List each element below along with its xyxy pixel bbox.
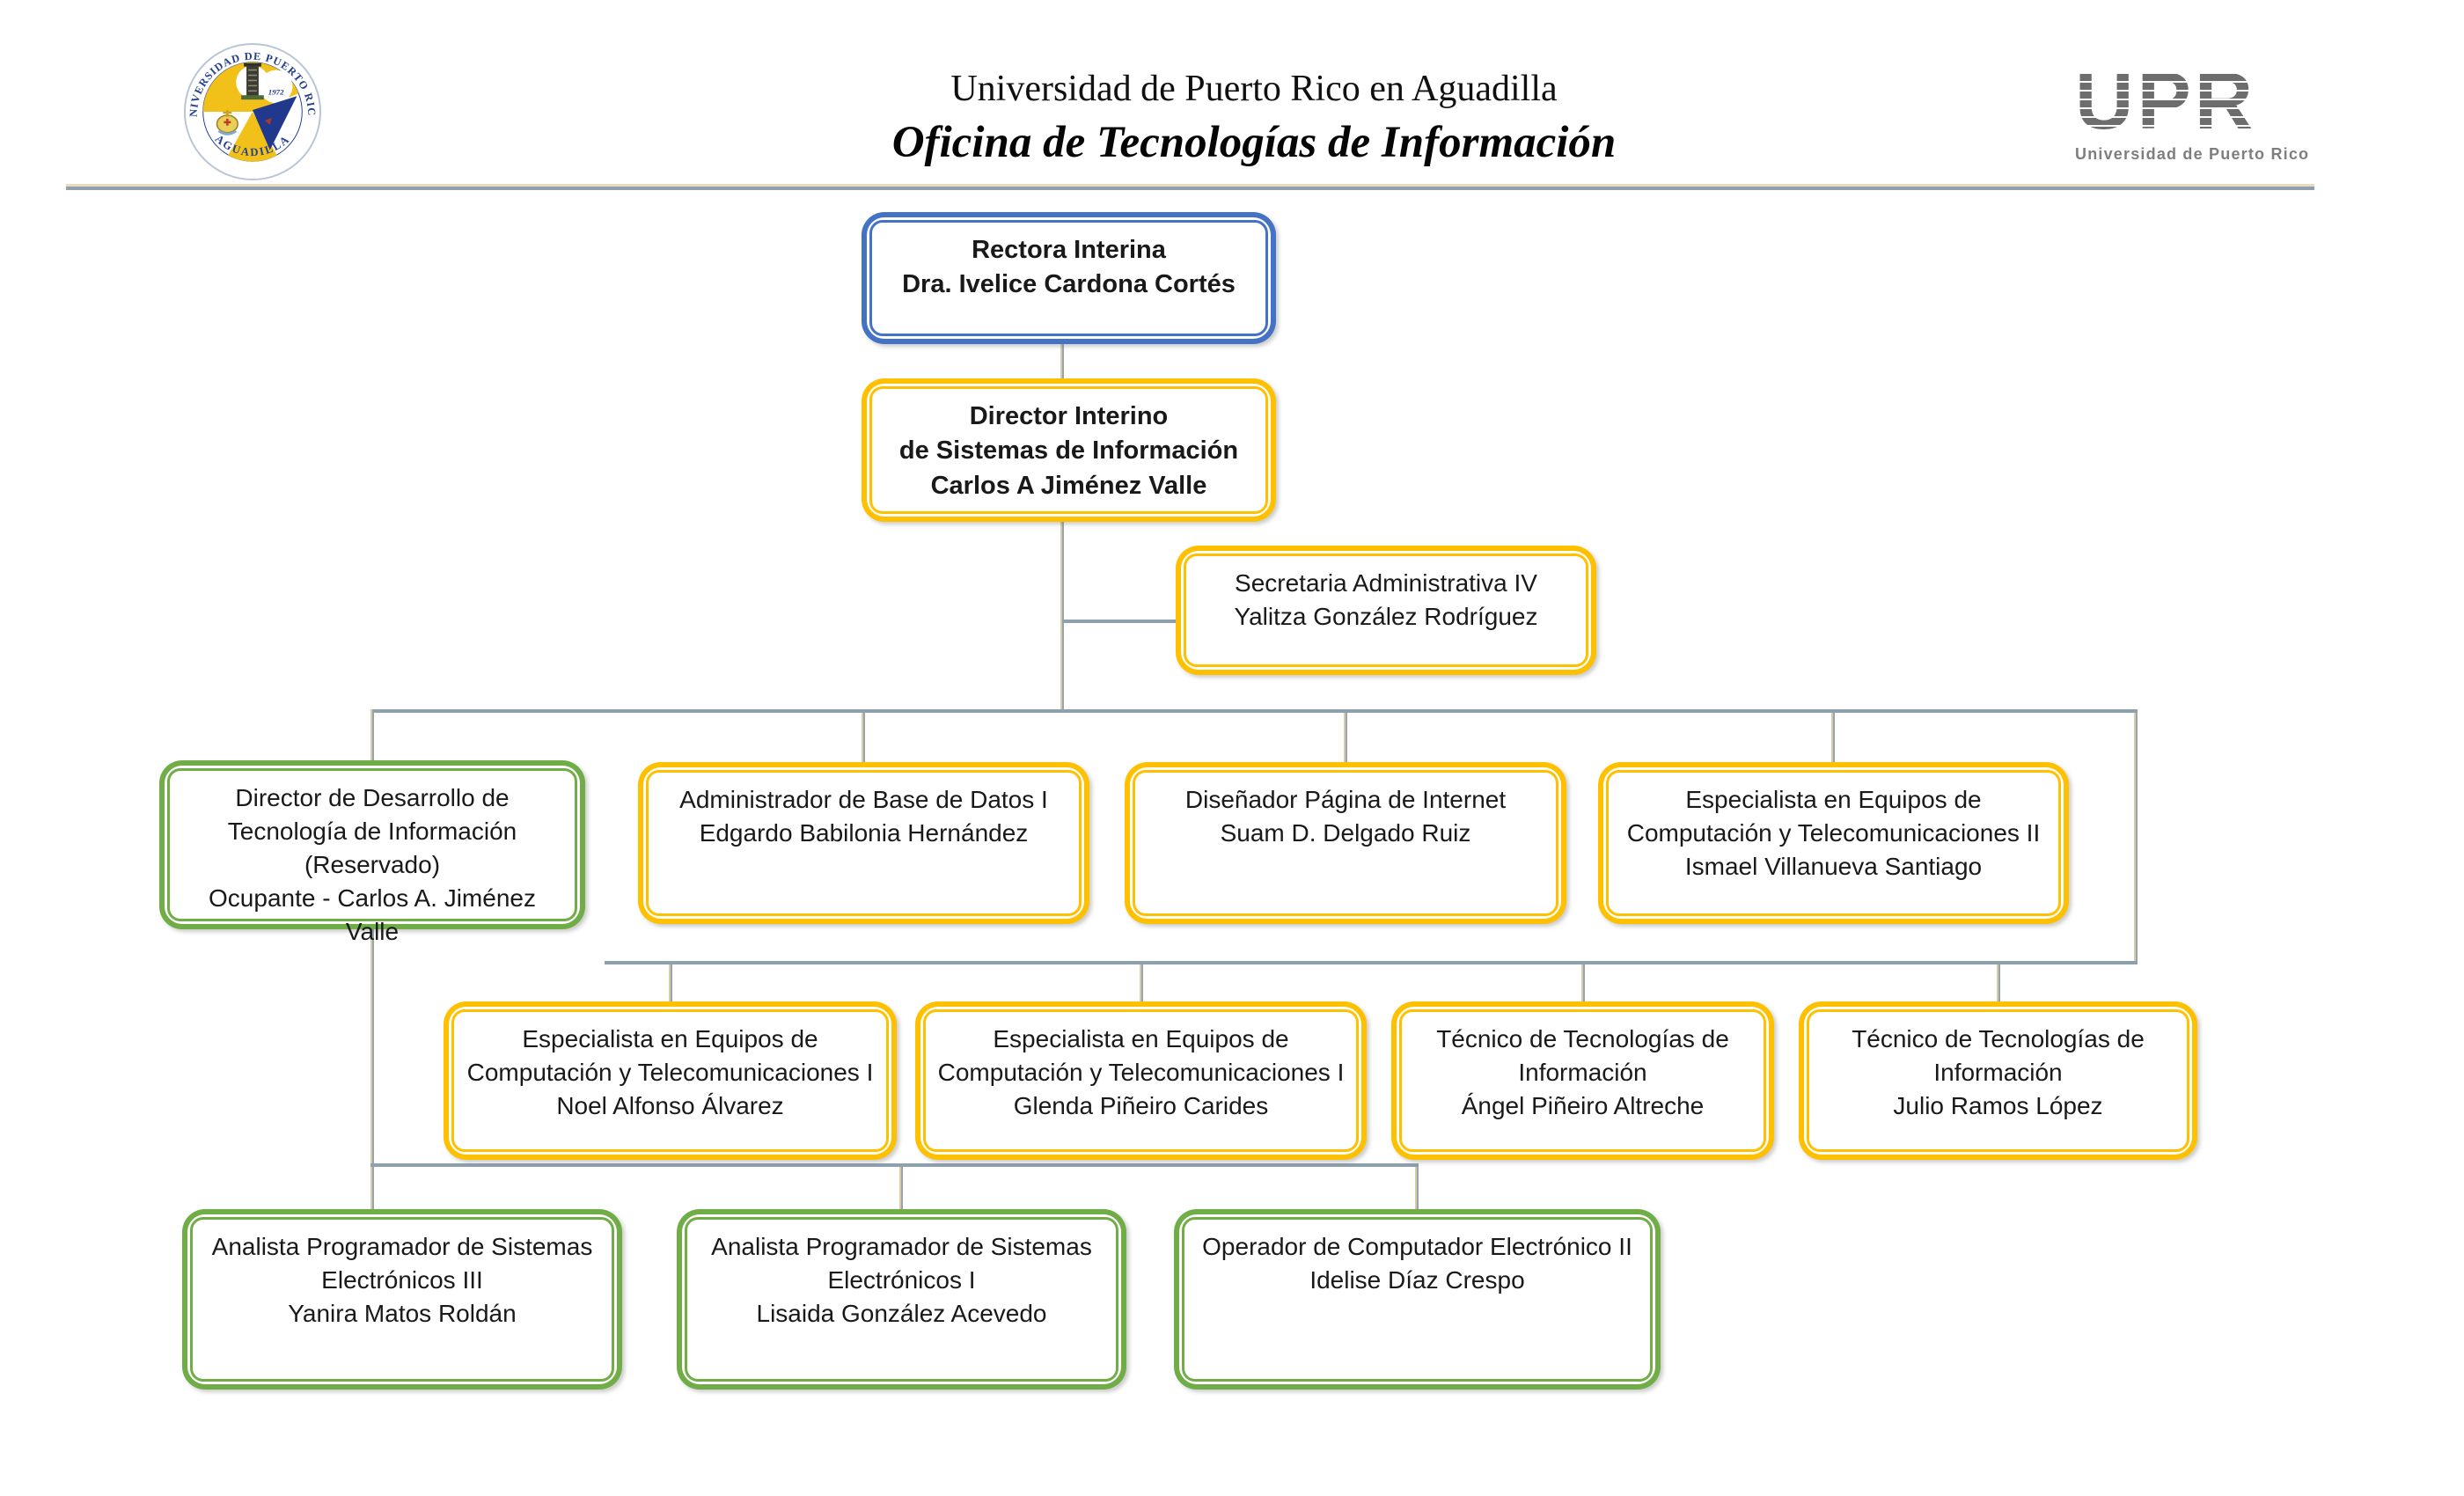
node-especialista-telecom-1-noel: Especialista en Equipos de Computación y…: [444, 1001, 897, 1160]
connector-stub-glenda: [1140, 964, 1143, 1001]
seal-sail-shape: [253, 96, 297, 150]
connector-secretaria-elbow: [1062, 620, 1176, 623]
node-text: Especialista en Equipos de Computación y…: [1626, 786, 2041, 881]
node-text: Director de Desarrollo de Tecnología de …: [209, 784, 536, 946]
upr-aguadilla-seal-logo: 1972 UNIVERSIDAD DE PUERTO RICO AGUADILL…: [183, 42, 322, 181]
connector-director-down: [1060, 522, 1064, 711]
node-text: Secretaria Administrativa IV Yalitza Gon…: [1234, 569, 1538, 631]
connector-stub-angel: [1581, 964, 1585, 1001]
node-analista-3: Analista Programador de Sistemas Electró…: [182, 1209, 622, 1390]
header-divider: [66, 184, 2314, 190]
node-director-desarrollo: Director de Desarrollo de Tecnología de …: [159, 760, 585, 945]
office-title: Oficina de Tecnologías de Información: [891, 118, 1617, 168]
node-administrador-base-datos: Administrador de Base de Datos I Edgardo…: [638, 762, 1089, 924]
connector-right-down: [2134, 713, 2138, 964]
node-text: Especialista en Equipos de Computación y…: [466, 1025, 874, 1120]
node-text: Analista Programador de Sistemas Electró…: [711, 1233, 1092, 1328]
page-title: Universidad de Puerto Rico en Aguadilla …: [792, 67, 1716, 171]
node-rectora-interina: Rectora Interina Dra. Ivelice Cardona Co…: [862, 212, 1276, 344]
node-operador-computador: Operador de Computador Electrónico II Id…: [1174, 1209, 1661, 1390]
node-text: Director Interino de Sistemas de Informa…: [898, 402, 1239, 500]
node-especialista-telecom-2: Especialista en Equipos de Computación y…: [1598, 762, 2069, 924]
upr-logo: UPR Universidad de Puerto Rico: [2075, 61, 2339, 164]
node-text: Analista Programador de Sistemas Electró…: [211, 1233, 593, 1328]
seal-small-ship-icon: [264, 117, 272, 125]
university-title: Universidad de Puerto Rico en Aguadilla: [950, 69, 1558, 109]
node-especialista-telecom-1-glenda: Especialista en Equipos de Computación y…: [915, 1001, 1367, 1160]
connector-rectora-director: [1060, 344, 1064, 378]
node-analista-1: Analista Programador de Sistemas Electró…: [677, 1209, 1126, 1390]
node-text: Administrador de Base de Datos I Edgardo…: [679, 786, 1048, 847]
node-text: Rectora Interina Dra. Ivelice Cardona Co…: [902, 236, 1236, 299]
connector-row1-horizontal: [370, 709, 2138, 713]
connector-row2-horizontal: [605, 961, 2138, 964]
seal-year: 1972: [268, 87, 284, 96]
node-disenador-pagina: Diseñador Página de Internet Suam D. Del…: [1125, 762, 1566, 924]
connector-stub-dir-desarrollo: [370, 709, 374, 760]
node-secretaria-administrativa: Secretaria Administrativa IV Yalitza Gon…: [1176, 546, 1596, 675]
seal-ship-icon: [216, 110, 238, 136]
connector-stub-idelise: [1415, 1167, 1419, 1209]
connector-desarrollo-down: [370, 929, 374, 1209]
connector-stub-noel: [669, 964, 672, 1001]
node-text: Técnico de Tecnologías de Información Ju…: [1852, 1025, 2145, 1120]
upr-logo-acronym: UPR: [2075, 61, 2339, 142]
connector-stub-julio: [1997, 964, 2000, 1001]
node-text: Especialista en Equipos de Computación y…: [937, 1025, 1345, 1120]
node-tecnico-angel: Técnico de Tecnologías de Información Án…: [1391, 1001, 1774, 1160]
node-text: Diseñador Página de Internet Suam D. Del…: [1184, 786, 1507, 847]
seal-tower-icon: [244, 62, 261, 67]
node-text: Operador de Computador Electrónico II Id…: [1202, 1233, 1632, 1294]
node-director-interino: Director Interino de Sistemas de Informa…: [862, 378, 1276, 522]
connector-stub-admin-bd: [862, 713, 865, 762]
upr-logo-subtitle: Universidad de Puerto Rico: [2075, 144, 2310, 163]
node-text: Técnico de Tecnologías de Información Án…: [1436, 1025, 1729, 1120]
connector-row3-horizontal: [370, 1163, 1419, 1167]
connector-stub-lisaida: [899, 1167, 903, 1209]
connector-stub-disenador: [1344, 713, 1347, 762]
connector-stub-especialista2: [1831, 713, 1835, 762]
node-tecnico-julio: Técnico de Tecnologías de Información Ju…: [1799, 1001, 2197, 1160]
